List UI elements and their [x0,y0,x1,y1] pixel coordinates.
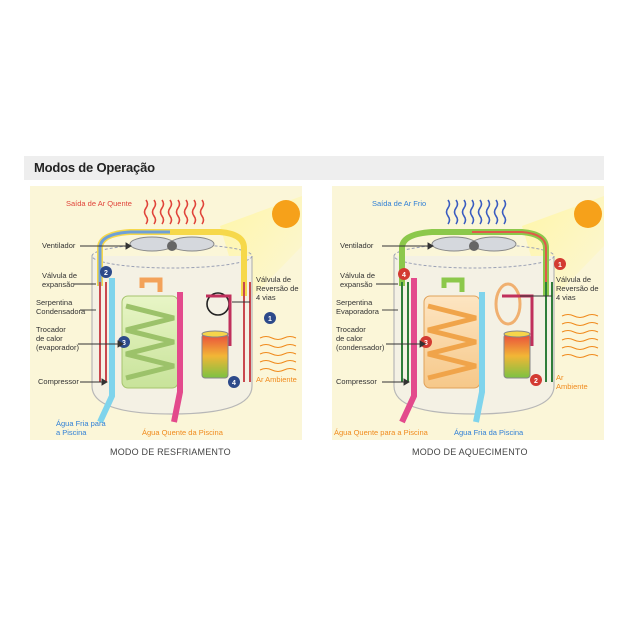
expansion-valve-label: Válvula de [340,271,375,280]
sun-icon [574,200,602,228]
label-pointers [74,242,250,386]
hx-label-2: de calor [36,334,63,343]
expansion-valve-label-2: expansão [42,280,75,289]
svg-text:3: 3 [424,340,428,347]
cold-water-label-2: a Piscina [56,428,87,437]
heat-exchanger-coil [427,303,477,381]
cold-water-label: Água Fria da Piscina [454,428,524,437]
cold-water-label: Água Fria para [56,419,106,428]
condenser-coil-right [243,282,251,382]
expansion-valve-label-2: expansão [340,280,373,289]
ambient-air-arrows [561,314,599,358]
coil-label-2: Condensadora [36,307,86,316]
sun-icon [272,200,300,228]
reversing-valve-label: Válvula de [256,275,291,284]
ambient-air-label: Ar Ambiente [256,375,297,384]
step-badge-1: 1 [264,312,276,324]
section-title: Modos de Operação [34,160,155,175]
svg-text:4: 4 [232,380,236,387]
step-badge-1: 1 [554,258,566,270]
heating-mode-diagram: Saída de Ar Frio 1 2 3 4 Ventilador Válv… [332,186,604,440]
evaporator-coil-right [545,282,553,382]
step-badge-2: 2 [100,266,112,278]
hx-label-3: (evaporador) [36,343,79,352]
reversing-valve-label-2: Reversão de [256,284,299,293]
reversing-valve-label: Válvula de [556,275,591,284]
fan-label: Ventilador [42,241,76,250]
reversing-valve-label-2: Reversão de [556,284,599,293]
section-header: Modos de Operação [24,156,604,180]
cooling-caption: MODO DE RESFRIAMENTO [110,447,231,457]
condenser-coil-left [99,282,107,382]
expansion-valve-label: Válvula de [42,271,77,280]
svg-text:4: 4 [402,272,406,279]
cold-water-pipe [473,292,485,423]
svg-text:1: 1 [558,262,562,269]
step-badge-2: 2 [530,374,542,386]
hx-label: Trocador [36,325,66,334]
cooling-mode-diagram: Saída de Ar Quente 1 2 3 4 [30,186,302,440]
reversing-valve-label-3: 4 vias [556,293,576,302]
ambient-air-label: Ar [556,373,564,382]
fan-icon [129,236,215,252]
evaporator-coil-left [401,282,409,382]
svg-text:2: 2 [104,270,108,277]
coil-label-2: Evaporadora [336,307,380,316]
label-pointers [376,242,552,386]
air-out-label: Saída de Ar Frio [372,199,426,208]
air-out-label: Saída de Ar Quente [66,199,132,208]
fan-icon [431,236,517,252]
hot-water-pipe [399,278,417,424]
step-badge-4: 4 [398,268,410,280]
coil-label: Serpentina [36,298,73,307]
cold-water-pipe [97,278,115,424]
hot-water-label: Água Quente da Piscina [142,428,224,437]
compressor-label: Compressor [336,377,377,386]
hx-label-3: (condensador) [336,343,385,352]
hot-water-label: Água Quente para a Piscina [334,428,429,437]
heat-exchanger-coil [125,303,175,381]
svg-text:3: 3 [122,340,126,347]
reversing-valve [494,282,522,326]
coil-label: Serpentina [336,298,373,307]
ambient-air-arrows [259,336,297,372]
compressor-tank [503,333,531,379]
hx-label-2: de calor [336,334,363,343]
hot-water-pipe [171,292,183,423]
cold-air-arrows [445,199,507,225]
compressor-tank [201,333,229,379]
compressor-label: Compressor [38,377,79,386]
svg-text:2: 2 [534,378,538,385]
svg-text:1: 1 [268,316,272,323]
hot-air-arrows [143,199,205,225]
heating-caption: MODO DE AQUECIMENTO [412,447,528,457]
step-badge-4: 4 [228,376,240,388]
hx-label: Trocador [336,325,366,334]
reversing-valve-label-3: 4 vias [256,293,276,302]
fan-label: Ventilador [340,241,374,250]
ambient-air-label-2: Ambiente [556,382,588,391]
